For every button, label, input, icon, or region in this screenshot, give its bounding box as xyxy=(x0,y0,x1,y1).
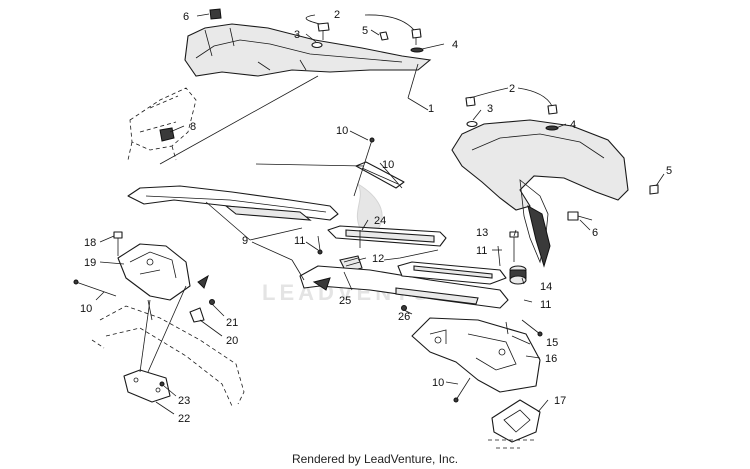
strip-12 xyxy=(327,225,447,247)
screw-5-top xyxy=(379,31,389,41)
pin-10-bottom xyxy=(453,377,471,403)
callout-10-top: 10 xyxy=(336,125,348,137)
lower-frame-outline xyxy=(91,305,245,407)
screw-2b-right xyxy=(547,104,558,115)
callout-14: 14 xyxy=(540,281,552,293)
footer-credit: Rendered by LeadVenture, Inc. xyxy=(291,452,459,466)
callout-2-right: 2 xyxy=(509,83,515,95)
screw-13 xyxy=(509,231,519,262)
callout-20: 20 xyxy=(226,335,238,347)
callout-5-right: 5 xyxy=(666,165,672,177)
callout-26: 26 xyxy=(398,311,410,323)
bar-9 xyxy=(355,161,405,189)
callout-22: 22 xyxy=(178,413,190,425)
washer-3-top xyxy=(311,41,323,49)
callout-25: 25 xyxy=(339,295,351,307)
left-side-cover xyxy=(184,23,432,77)
pin-11-mid xyxy=(497,245,501,267)
callout-15: 15 xyxy=(546,337,558,349)
left-frame-outline xyxy=(127,87,197,161)
knob-7 xyxy=(159,127,175,142)
screw-21 xyxy=(209,299,215,305)
pin-10-left xyxy=(73,279,117,297)
screw-26 xyxy=(401,305,407,311)
screw-2-top xyxy=(317,22,330,40)
leader-lines xyxy=(95,13,665,415)
bracket-16 xyxy=(411,317,541,393)
callout-4-right: 4 xyxy=(570,119,576,131)
clip-20 xyxy=(189,307,205,323)
callout-2-top: 2 xyxy=(334,9,340,21)
callout-11-left: 11 xyxy=(294,235,305,247)
washer-3-right xyxy=(466,120,478,128)
screw-2b-top xyxy=(411,28,422,45)
callout-10-bottom: 10 xyxy=(432,377,444,389)
screw-5-right xyxy=(649,184,659,195)
callout-23: 23 xyxy=(178,395,190,407)
pin-11-left xyxy=(317,235,323,255)
right-side-cover xyxy=(451,119,629,268)
callout-4-top: 4 xyxy=(452,39,458,51)
callout-19: 19 xyxy=(84,257,96,269)
callout-11-mid: 11 xyxy=(476,245,487,257)
callout-6-top: 6 xyxy=(183,11,189,23)
callout-5-top: 5 xyxy=(362,25,368,37)
callout-18: 18 xyxy=(84,237,96,249)
lower-rail xyxy=(299,265,509,309)
bracket-19 xyxy=(117,243,209,301)
callout-7: 8 xyxy=(190,121,196,133)
callout-16: 16 xyxy=(545,353,557,365)
callout-3-top: 3 xyxy=(294,29,300,41)
callout-8: 9 xyxy=(242,235,248,247)
screw-18 xyxy=(113,231,123,256)
pin-11-right xyxy=(521,319,543,337)
bumper-14 xyxy=(509,265,527,285)
screw-2-right xyxy=(465,96,476,107)
callout-11-right: 11 xyxy=(540,299,551,311)
pin-10-top xyxy=(353,137,375,197)
screw-6-top xyxy=(209,8,222,20)
callout-9: 10 xyxy=(382,159,394,171)
callout-12: 12 xyxy=(372,253,384,265)
washer-4-top xyxy=(410,47,424,53)
callout-17: 17 xyxy=(554,395,566,407)
callout-6-right: 6 xyxy=(592,227,598,239)
callout-1: 1 xyxy=(428,103,434,115)
washer-4-right xyxy=(545,125,559,131)
screw-6-right xyxy=(567,211,593,221)
callout-13: 13 xyxy=(476,227,488,239)
screw-23 xyxy=(159,381,165,387)
plate-17 xyxy=(488,399,541,449)
callouts: 6 2 3 5 4 8 1 2 3 4 5 6 10 10 9 11 24 12… xyxy=(80,9,672,425)
callout-24: 24 xyxy=(374,215,386,227)
callout-10-left: 10 xyxy=(80,303,92,315)
callout-3-right: 3 xyxy=(487,103,493,115)
screw-15 xyxy=(505,321,509,335)
callout-21: 21 xyxy=(226,317,238,329)
slider-14 xyxy=(397,261,507,285)
rail-8 xyxy=(127,185,339,221)
